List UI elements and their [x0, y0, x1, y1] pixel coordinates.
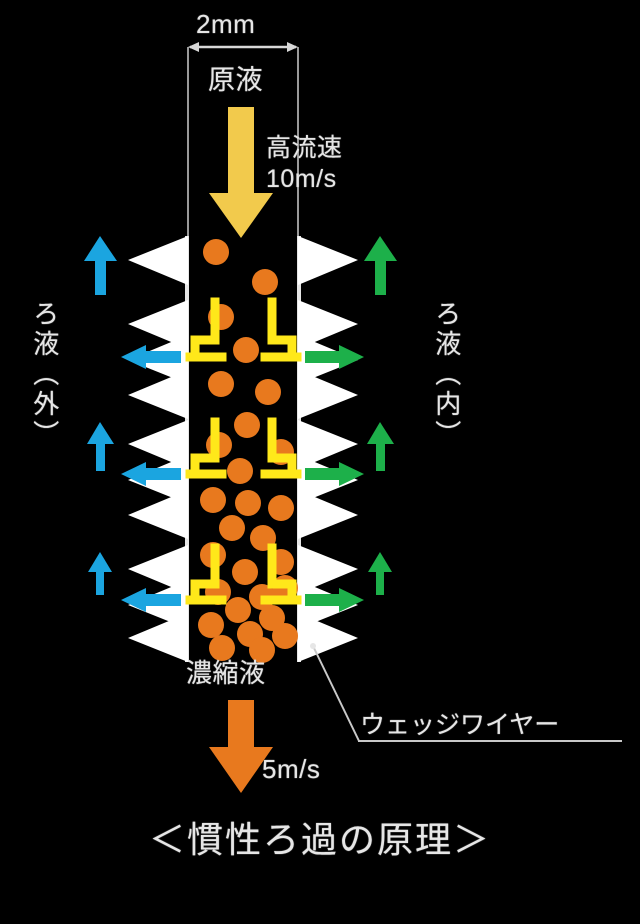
particle — [249, 637, 275, 663]
particle — [272, 623, 298, 649]
particle — [259, 605, 285, 631]
wedge-wire-callout-leader — [310, 643, 622, 742]
particle — [255, 379, 281, 405]
wedge-wire — [298, 420, 358, 469]
wedge-wire — [298, 490, 358, 539]
particle — [233, 337, 259, 363]
arrow-up-right-1 — [364, 236, 397, 295]
wedge-wire — [128, 370, 188, 419]
filtrate-path-left — [190, 297, 220, 362]
wedge-wire — [298, 545, 358, 594]
particle — [203, 239, 229, 265]
dimension-arrow-line — [188, 42, 298, 52]
particle — [209, 635, 235, 661]
outlet-velocity-label: 5m/s — [262, 754, 321, 784]
wedge-wire — [128, 490, 188, 539]
particle — [268, 495, 294, 521]
wedge-wire — [128, 236, 188, 285]
wedge-wire — [128, 300, 188, 349]
filtrate-path-right — [267, 543, 297, 605]
particle — [225, 597, 251, 623]
particle — [208, 371, 234, 397]
filtrate-path-left — [190, 543, 220, 605]
filtrate-inner-label: ろ液（内） — [431, 300, 462, 450]
particle — [219, 515, 245, 541]
arrow-left-3 — [121, 588, 181, 612]
arrow-left-2 — [121, 462, 181, 486]
particle — [252, 269, 278, 295]
wedge-wire — [298, 370, 358, 419]
wedge-wire — [298, 236, 358, 285]
wedge-wire-bank-right — [298, 236, 358, 662]
wedge-wire — [298, 613, 358, 662]
arrow-right-3 — [305, 588, 364, 612]
channel-walls — [185, 236, 301, 662]
inlet-flow-arrow — [209, 107, 273, 238]
particle — [234, 412, 260, 438]
wedge-wire-callout-label: ウェッジワイヤー — [360, 711, 560, 739]
filtrate-path-right — [267, 297, 297, 362]
dimension-label: 2mm — [196, 9, 256, 39]
wedge-wire — [128, 613, 188, 662]
arrow-up-left-1 — [84, 236, 117, 295]
arrow-right-2 — [305, 462, 364, 486]
filtrate-path-group — [185, 297, 302, 605]
arrow-up-right-2 — [367, 422, 394, 471]
filtrate-arrows-left — [84, 236, 181, 612]
wedge-wire — [128, 420, 188, 469]
figure-title: ＜慣性ろ過の原理＞ — [148, 819, 491, 860]
arrow-up-right-3 — [368, 552, 392, 595]
inlet-label: 原液 — [208, 65, 263, 95]
particle — [232, 559, 258, 585]
arrow-left-1 — [121, 345, 181, 369]
filtrate-arrows-right — [305, 236, 397, 612]
arrow-right-1 — [305, 345, 364, 369]
arrow-up-left-2 — [87, 422, 114, 471]
arrow-up-left-3 — [88, 552, 112, 595]
wedge-wire — [298, 300, 358, 349]
outlet-label: 濃縮液 — [186, 658, 266, 688]
wedge-wire — [128, 545, 188, 594]
outlet-flow-arrow — [209, 700, 273, 793]
particle — [200, 487, 226, 513]
filtrate-path-right — [267, 417, 297, 479]
particle — [235, 490, 261, 516]
particle — [227, 458, 253, 484]
dimension-guides — [187, 47, 299, 236]
inlet-velocity-label: 高流速 10m/s — [266, 134, 343, 193]
filtrate-outer-label: ろ液（外） — [29, 300, 60, 450]
filtrate-path-left — [190, 417, 220, 479]
particle — [198, 612, 224, 638]
